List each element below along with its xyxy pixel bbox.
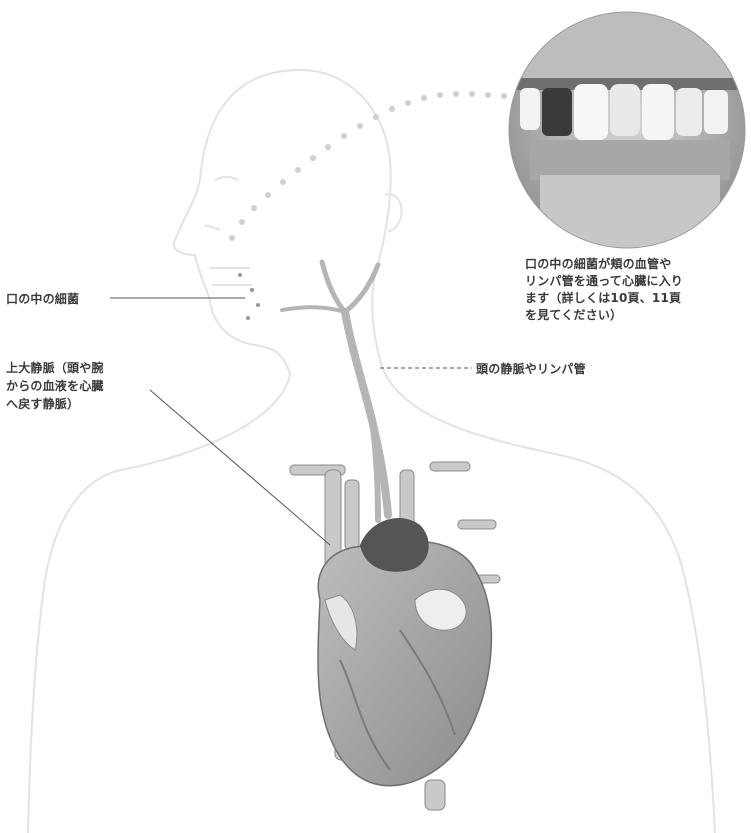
label-superior-vena-cava: 上大静脈（頭や腕 からの血液を心臓 へ戻す静脈） xyxy=(6,359,104,413)
label-neck-veins: 頭の静脈やリンパ管 xyxy=(476,360,586,378)
photo-caption: 口の中の細菌が頬の血管や リンパ管を通って心臓に入り ます（詳しくは10頁、11… xyxy=(525,256,683,324)
dotted-path xyxy=(229,91,507,241)
heart xyxy=(318,518,491,786)
label-bacteria-mouth: 口の中の細菌 xyxy=(6,290,79,308)
leader-lines xyxy=(110,298,472,545)
mouth-teeth-photo xyxy=(505,10,750,255)
mouth-bacteria xyxy=(238,273,260,320)
